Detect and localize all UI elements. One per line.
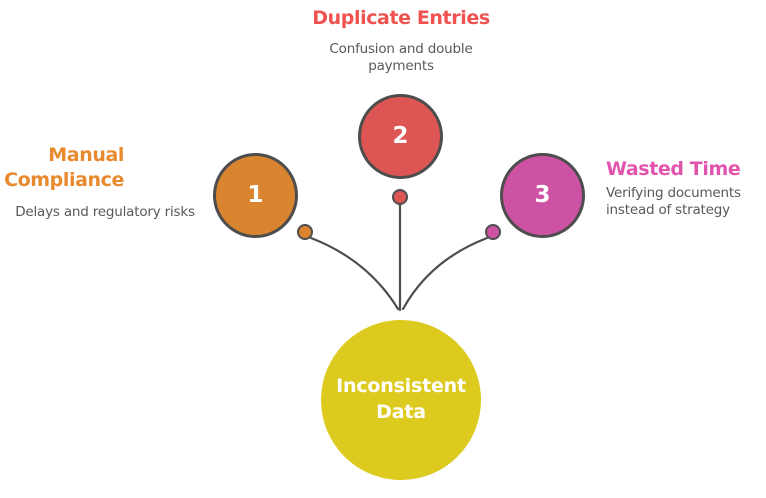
node3-title: Wasted Time [606,158,741,180]
node2-connector-dot [392,189,408,205]
node3-description: Verifying documents instead of strategy [606,185,741,219]
node1-number: 1 [247,182,264,208]
node2-description: Confusion and double payments [329,41,473,75]
node1-title: Manual Compliance [4,144,124,192]
node1-description: Delays and regulatory risks [15,204,195,220]
node3-circle: 3 [500,153,585,238]
node3-number: 3 [534,182,551,208]
center-node-circle: Inconsistent Data [318,317,484,483]
node2-circle: 2 [358,94,443,179]
center-node-label: Inconsistent Data [336,375,466,423]
node3-connector-dot [485,224,501,240]
node2-number: 2 [392,123,409,149]
node2-title: Duplicate Entries [312,7,490,29]
node1-circle: 1 [213,153,298,238]
node1-connector-dot [297,224,313,240]
connector-node1-to-center [309,236,400,311]
connector-node3-to-center [401,236,489,311]
